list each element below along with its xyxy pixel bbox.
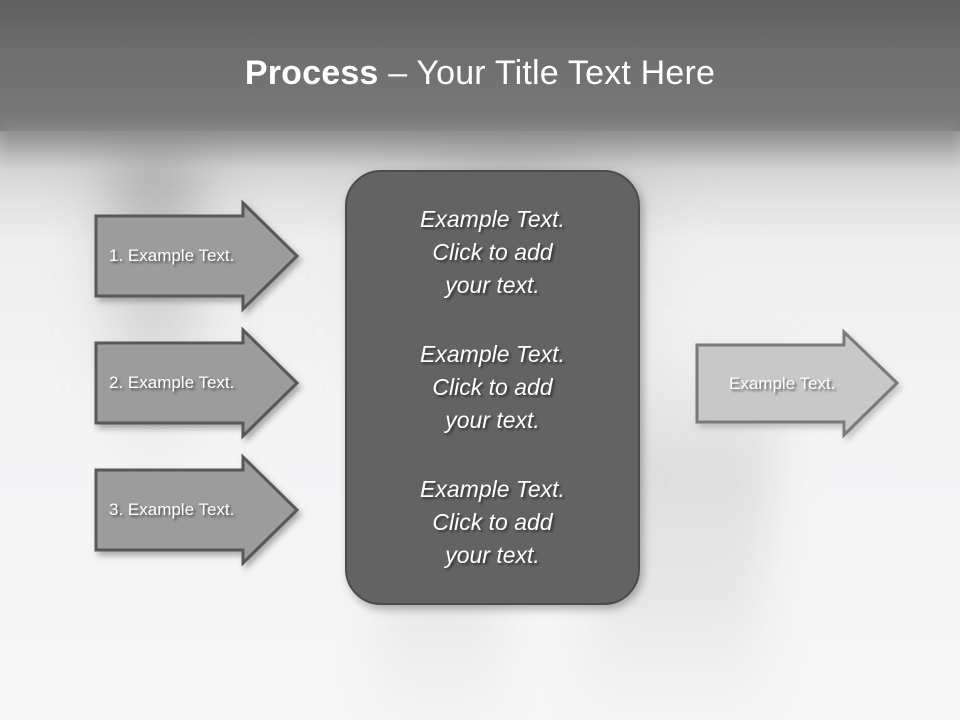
page-title: Process – Your Title Text Here xyxy=(0,52,960,94)
left-arrow-3-label: 3. Example Text. xyxy=(109,500,235,519)
arrow-right-shape-icon xyxy=(94,326,300,440)
center-panel-text-1: Example Text. Click to add your text. xyxy=(420,206,565,298)
page-title-rest: – Your Title Text Here xyxy=(378,54,716,92)
left-arrow-2[interactable]: 2. Example Text. xyxy=(94,326,300,440)
center-panel-text-3: Example Text. Click to add your text. xyxy=(420,476,565,568)
right-arrow-label: Example Text. xyxy=(729,373,836,393)
title-band xyxy=(0,0,960,131)
arrow-right-shape-icon xyxy=(695,328,900,439)
left-arrow-3[interactable]: 3. Example Text. xyxy=(94,453,300,567)
arrow-right-shape-icon xyxy=(94,199,300,313)
page-title-bold: Process xyxy=(244,54,379,92)
left-arrow-1-label: 1. Example Text. xyxy=(109,246,235,265)
left-arrow-1[interactable]: 1. Example Text. xyxy=(94,199,300,313)
arrow-right-shape-icon xyxy=(94,453,300,567)
center-panel-text-2: Example Text. Click to add your text. xyxy=(420,341,565,433)
center-process-panel[interactable]: Example Text. Click to add your text. Ex… xyxy=(345,170,640,605)
left-arrow-2-label: 2. Example Text. xyxy=(109,373,235,392)
right-arrow[interactable]: Example Text. xyxy=(695,328,900,439)
